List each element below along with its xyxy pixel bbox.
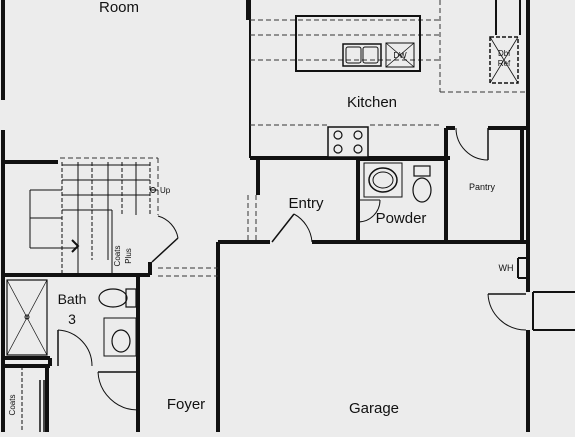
bath-door-icon: [57, 329, 93, 367]
room-label: Room: [99, 0, 139, 16]
kitchen-island: [295, 15, 421, 72]
dishwasher-label: DW: [393, 51, 407, 60]
coats-plus-label-1: Coats: [113, 246, 122, 267]
foyer-label: Foyer: [167, 396, 205, 413]
entry-door-icon: [271, 213, 313, 243]
refrigerator-icon: [489, 36, 519, 84]
bath-shower-icon: [6, 279, 48, 356]
entry-label: Entry: [288, 195, 324, 212]
bath-label-1: Bath: [58, 291, 87, 307]
staircase: [29, 162, 158, 275]
foyer-door-icon: [97, 371, 139, 411]
garage-side-door-icon: [487, 293, 527, 331]
powder-door-icon: [357, 199, 381, 223]
cooktop-icon: [327, 126, 369, 158]
bath-toilet-icon: [98, 288, 137, 308]
dishwasher-icon: [385, 42, 415, 68]
pantry-label: Pantry: [469, 182, 496, 192]
bath-label-2: 3: [68, 311, 76, 327]
garage-label: Garage: [349, 400, 399, 417]
powder-label: Powder: [376, 210, 427, 227]
kitchen-label: Kitchen: [347, 94, 397, 111]
sink-icon: [342, 43, 382, 67]
wh-label: WH: [499, 263, 514, 273]
dashed-lines: [60, 0, 528, 277]
stair-up-marker-icon: [150, 187, 156, 193]
walls: [1, 0, 530, 432]
ref-label-2: Ref: [498, 59, 511, 68]
powder-sink-icon: [363, 162, 403, 198]
ref-label-1: Dbl: [498, 49, 510, 58]
stair-up-label: Up: [160, 186, 171, 195]
coat-closet: [21, 366, 45, 432]
coats-plus-label-2: Plus: [124, 248, 133, 264]
bath-sink-icon: [103, 317, 137, 357]
pantry-door-icon: [455, 127, 489, 161]
coats-label: Coats: [8, 395, 17, 416]
coats-plus-door-icon: [151, 215, 179, 263]
powder-toilet-icon: [412, 165, 432, 203]
stair-arrow-icon: [71, 239, 80, 253]
